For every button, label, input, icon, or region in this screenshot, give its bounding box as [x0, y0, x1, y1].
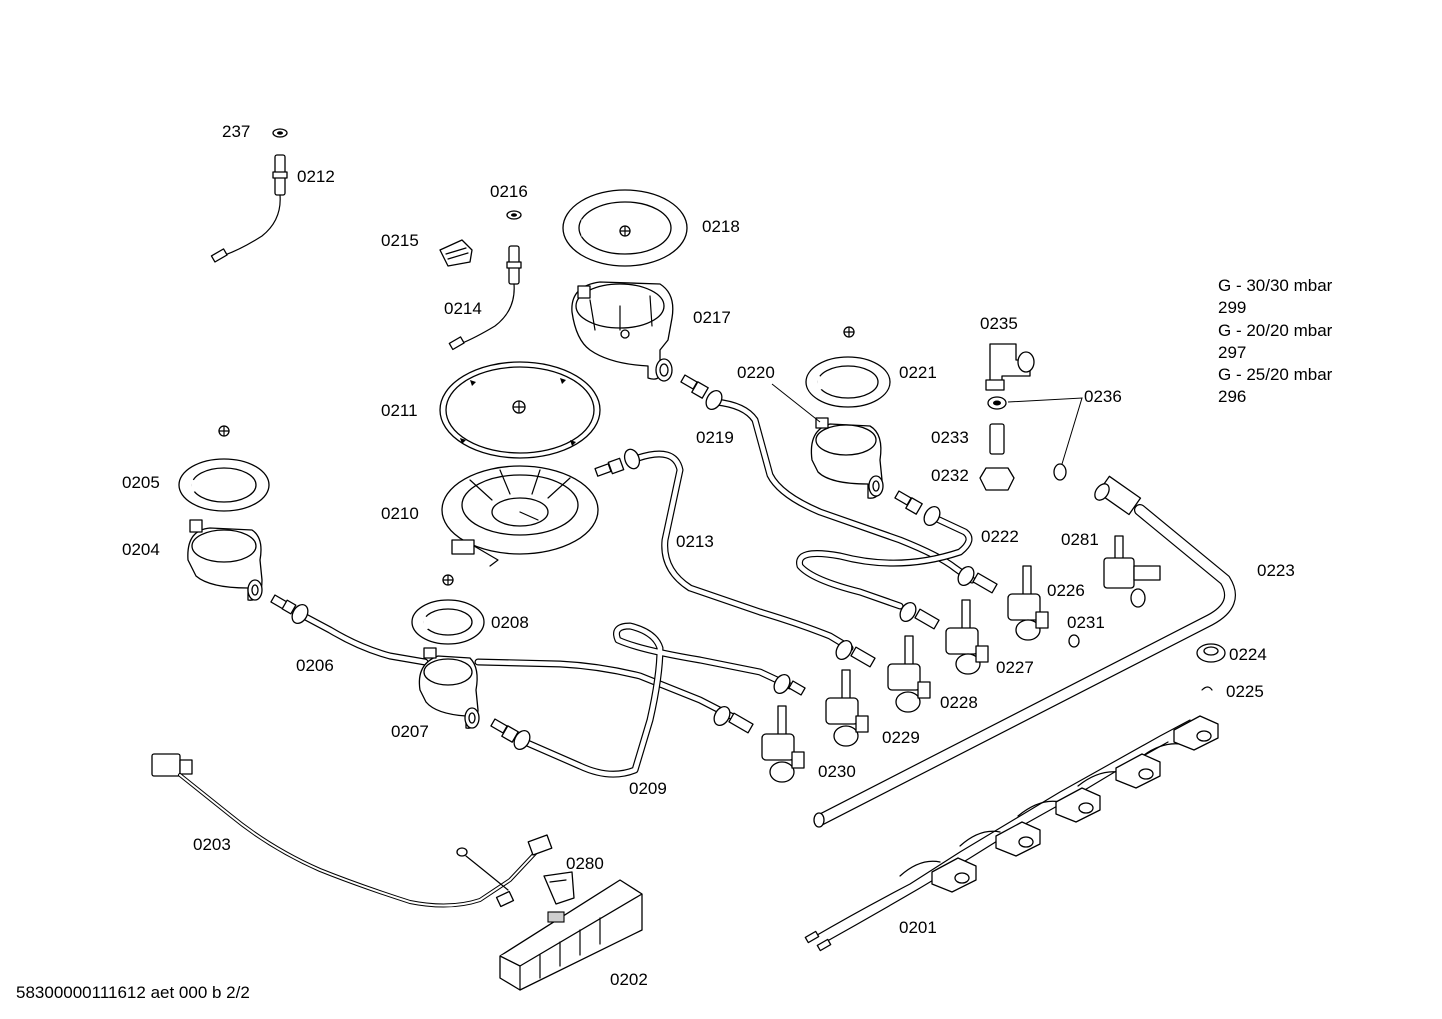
small-parts	[1068, 634, 1226, 691]
label-0215: 0215	[381, 231, 419, 250]
gas-tap-0227	[945, 599, 989, 675]
gas-manifold-0223	[813, 475, 1236, 828]
label-0227: 0227	[996, 658, 1034, 677]
label-0224: 0224	[1229, 645, 1267, 664]
ignition-electrode-0214	[439, 210, 522, 351]
burner-0217	[562, 189, 688, 382]
label-0221: 0221	[899, 363, 937, 382]
label-0209: 0209	[629, 779, 667, 798]
label-0219: 0219	[696, 428, 734, 447]
gas-note-line-4: 297	[1218, 343, 1246, 362]
label-0218: 0218	[702, 217, 740, 236]
label-0228: 0228	[940, 693, 978, 712]
ignition-electrode-0212	[210, 128, 288, 263]
label-0214: 0214	[444, 299, 482, 318]
label-0280: 0280	[566, 854, 604, 873]
gas-tap-0229	[825, 669, 869, 747]
label-0226: 0226	[1047, 581, 1085, 600]
label-0217: 0217	[693, 308, 731, 327]
gas-note-line-1: G - 30/30 mbar	[1218, 276, 1333, 295]
label-237: 237	[222, 122, 250, 141]
burner-0204	[178, 425, 270, 601]
label-0202: 0202	[610, 970, 648, 989]
gas-tap-0226	[1007, 565, 1049, 641]
label-0231: 0231	[1067, 613, 1105, 632]
inlet-fitting-0281	[1103, 535, 1161, 608]
part-labels: 237 0212 0216 0215 0214 0218 0217 0211 0…	[122, 122, 1295, 989]
switch-box-0202	[499, 871, 643, 991]
label-0204: 0204	[122, 540, 160, 559]
label-0220: 0220	[737, 363, 775, 382]
label-0206: 0206	[296, 656, 334, 675]
label-0211: 0211	[381, 401, 418, 420]
burner-0220	[805, 326, 891, 499]
gas-note-line-5: G - 25/20 mbar	[1218, 365, 1333, 384]
gas-note-line-3: G - 20/20 mbar	[1218, 321, 1333, 340]
leader-0220	[771, 383, 821, 423]
burner-0210	[439, 361, 601, 567]
label-0281: 0281	[1061, 530, 1099, 549]
ignition-harness-0201	[804, 715, 1219, 952]
label-0222: 0222	[981, 527, 1019, 546]
label-0236: 0236	[1084, 387, 1122, 406]
label-0203: 0203	[193, 835, 231, 854]
label-0225: 0225	[1226, 682, 1264, 701]
label-0230: 0230	[818, 762, 856, 781]
label-0232: 0232	[931, 466, 969, 485]
label-0213: 0213	[676, 532, 714, 551]
gas-pipes	[296, 398, 976, 778]
label-0212: 0212	[297, 167, 335, 186]
label-0223: 0223	[1257, 561, 1295, 580]
label-0208: 0208	[491, 613, 529, 632]
cable-0203	[151, 753, 553, 908]
gas-tap-0228	[887, 635, 931, 713]
pipe-fittings	[270, 374, 998, 750]
gas-tap-0230	[761, 705, 805, 783]
label-0207: 0207	[391, 722, 429, 741]
gas-note-line-6: 296	[1218, 387, 1246, 406]
gas-notes: G - 30/30 mbar 299 G - 20/20 mbar 297 G …	[1218, 276, 1333, 406]
label-0216: 0216	[490, 182, 528, 201]
label-0233: 0233	[931, 428, 969, 447]
label-0201: 0201	[899, 918, 937, 937]
gas-note-line-2: 299	[1218, 298, 1246, 317]
document-code-footer: 58300000111612 aet 000 b 2/2	[16, 983, 250, 1002]
label-0210: 0210	[381, 504, 419, 523]
burner-0207	[411, 574, 485, 729]
label-0229: 0229	[882, 728, 920, 747]
label-0205: 0205	[122, 473, 160, 492]
label-0235: 0235	[980, 314, 1018, 333]
elbow-fittings	[979, 343, 1083, 491]
